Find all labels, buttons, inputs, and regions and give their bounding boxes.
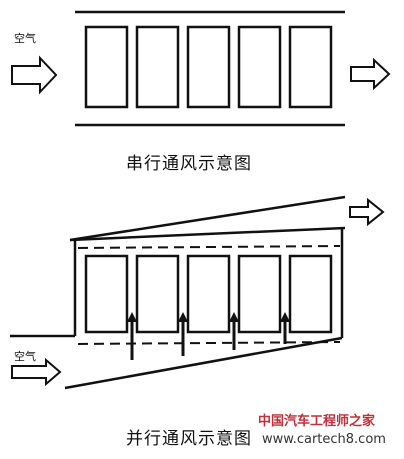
parallel-inlet-bottom-slanted-wall (64, 336, 343, 390)
parallel-battery-cell (135, 254, 180, 334)
watermark-url: www.cartech8.com (262, 432, 386, 447)
series-battery-cell (135, 25, 180, 109)
parallel-upper-wall (69, 226, 346, 242)
parallel-battery-cell (186, 254, 231, 334)
parallel-upper-dashed-line (77, 245, 341, 249)
series-caption: 串行通风示意图 (126, 154, 252, 174)
parallel-outlet-arrow-icon (349, 197, 385, 227)
series-battery-cell (288, 25, 333, 109)
parallel-battery-cell (237, 254, 282, 334)
watermark-text: 中国汽车工程师之家 (258, 414, 376, 429)
parallel-battery-cell (84, 254, 129, 334)
series-outlet-arrow-icon (350, 57, 391, 91)
parallel-battery-cell (288, 254, 333, 334)
parallel-flow-arrowheads (127, 312, 290, 322)
parallel-caption: 并行通风示意图 (126, 429, 252, 449)
parallel-flow-arrows (130, 318, 287, 360)
parallel-ventilation-diagram (10, 195, 385, 390)
series-inlet-arrow-icon (11, 55, 58, 95)
series-air-label: 空气 (14, 32, 36, 45)
parallel-air-label: 空气 (14, 350, 36, 363)
parallel-inlet-arrow-icon (11, 357, 62, 387)
series-battery-cell (237, 25, 282, 109)
series-ventilation-diagram (11, 10, 391, 127)
series-battery-cell (84, 25, 129, 109)
parallel-top-slanted-wall (69, 195, 346, 242)
series-battery-cell (186, 25, 231, 109)
parallel-lower-dashed-line (77, 341, 341, 345)
